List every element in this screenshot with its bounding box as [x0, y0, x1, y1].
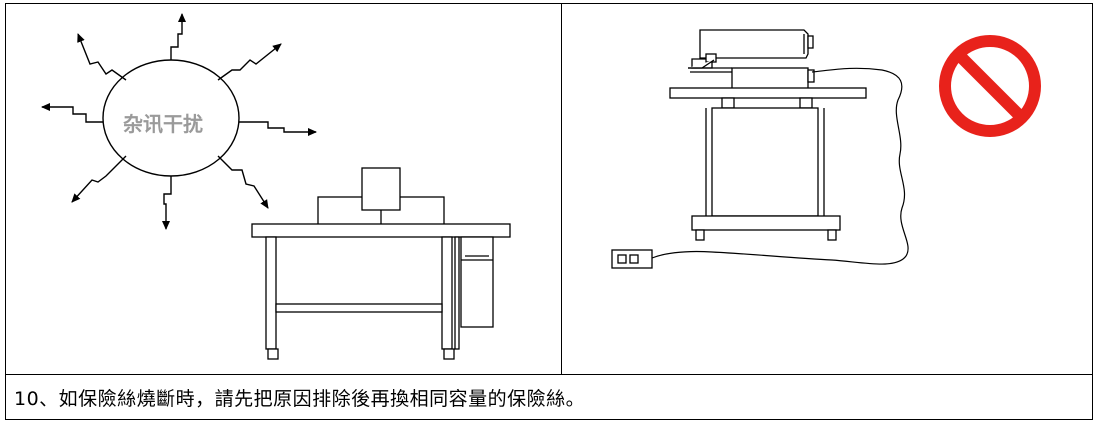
row-divider	[5, 374, 1093, 375]
content-table	[5, 3, 1093, 420]
noise-arrow-left	[41, 103, 103, 123]
prohibited-sign-icon	[939, 35, 1041, 137]
instruction-caption: 10、如保險絲燒斷時，請先把原因排除後再換相同容量的保險絲。	[14, 388, 586, 410]
noise-arrow-down	[162, 176, 172, 230]
power-outlet-icon	[611, 249, 653, 269]
noise-interference-illustration	[41, 13, 511, 360]
noise-arrow-right	[239, 121, 317, 136]
noise-radiation-arrows	[41, 13, 317, 230]
noise-arrow-down-left	[71, 155, 127, 203]
noise-arrow-up-right	[217, 43, 282, 81]
sewing-machine-drawing	[669, 29, 867, 241]
wiring-warning-illustration	[611, 29, 1041, 269]
column-divider	[561, 3, 562, 375]
noise-arrow-up	[170, 13, 186, 60]
noise-interference-label: 杂讯干扰	[123, 112, 203, 136]
noise-arrow-up-left	[77, 33, 127, 81]
noise-arrow-down-right	[217, 155, 269, 209]
power-cord	[651, 67, 909, 265]
wiring-warning-panel	[562, 4, 1092, 374]
noise-interference-panel: 杂讯干扰	[6, 4, 561, 374]
sewing-table-drawing	[251, 167, 511, 360]
